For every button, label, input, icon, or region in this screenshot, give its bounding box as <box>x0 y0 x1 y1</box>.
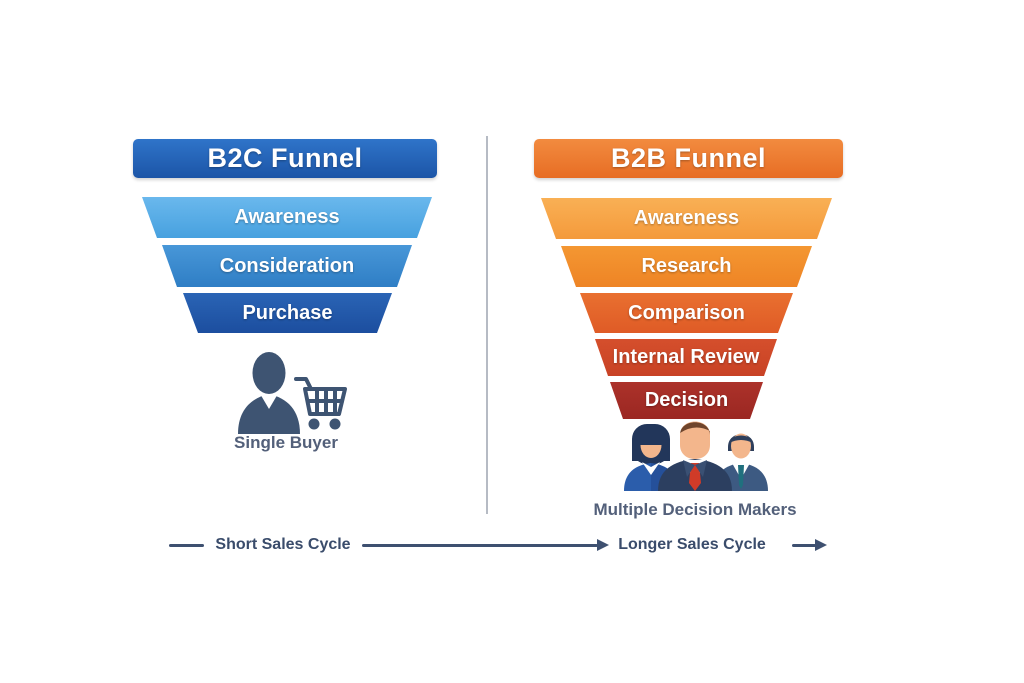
b2c-stage-awareness: Awareness <box>142 197 432 238</box>
center-divider-line <box>486 136 488 514</box>
b2b-stage-comparison: Comparison <box>580 293 793 333</box>
longer-sales-cycle-label: Longer Sales Cycle <box>618 536 766 553</box>
single-buyer-with-cart-icon <box>236 350 350 434</box>
b2b-stage-internal-review: Internal Review <box>595 339 777 376</box>
multiple-decision-makers-label: Multiple Decision Makers <box>593 500 797 519</box>
right-arrow-head-icon <box>815 539 827 551</box>
b2c-stage-purchase: Purchase <box>183 293 392 333</box>
center-man-figure <box>658 421 732 491</box>
b2b-stage-awareness: Awareness <box>541 198 832 239</box>
long-arrow-line <box>362 544 598 547</box>
short-cycle-dash <box>169 544 204 547</box>
b2b-stage-research: Research <box>561 246 812 287</box>
person-cart-svg <box>238 352 347 434</box>
multiple-decision-makers-icon <box>606 415 784 491</box>
b2c-stage-consideration: Consideration <box>162 245 412 287</box>
b2b-funnel-title: B2B Funnel <box>534 139 843 178</box>
long-arrow-head-icon <box>597 539 609 551</box>
b2b-stage-decision: Decision <box>610 382 763 419</box>
b2c-funnel-title: B2C Funnel <box>133 139 437 178</box>
three-people-svg <box>624 421 768 491</box>
right-arrow-line <box>792 544 816 547</box>
single-buyer-label: Single Buyer <box>234 433 338 452</box>
short-sales-cycle-label: Short Sales Cycle <box>215 536 351 553</box>
